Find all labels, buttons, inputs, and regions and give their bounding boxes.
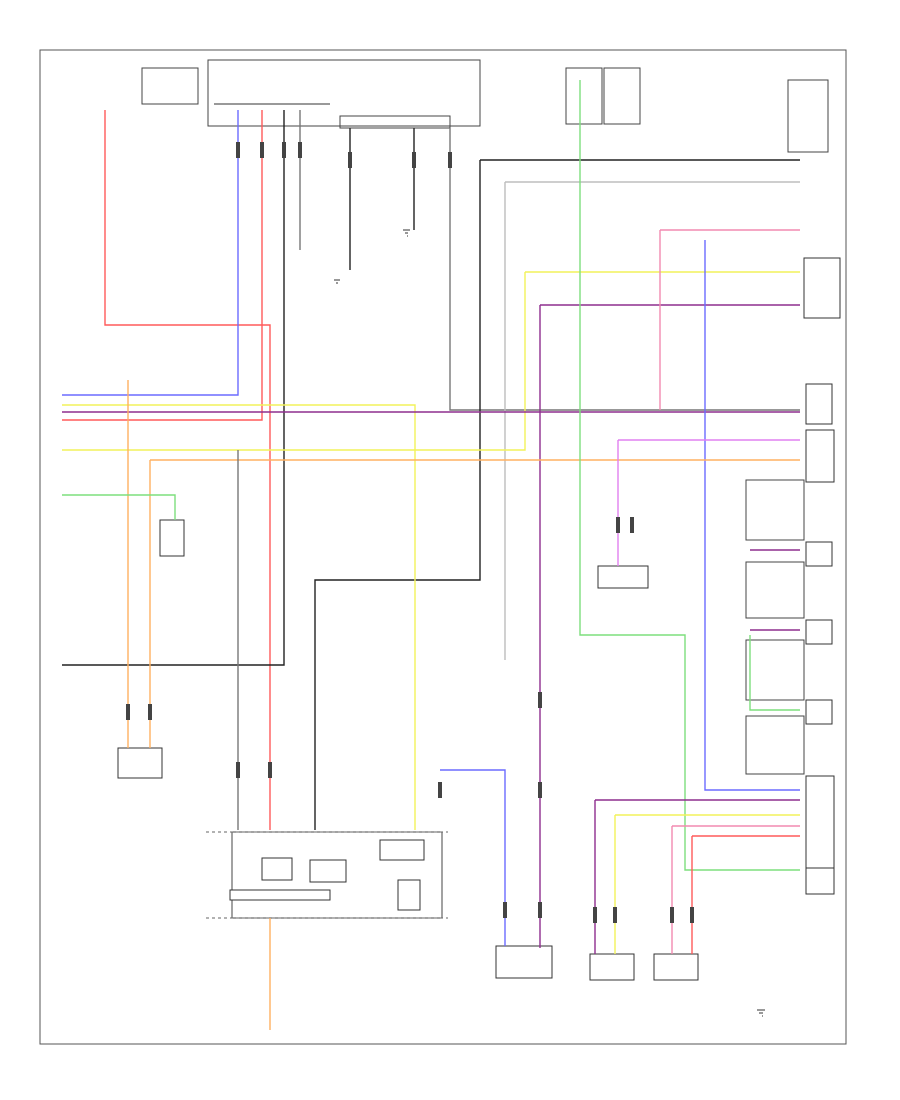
connector-icon (690, 907, 694, 923)
connector-icon (616, 517, 620, 533)
wire-red-top (62, 110, 263, 421)
wire-blue-bottom (440, 769, 506, 946)
connector-icon (260, 142, 264, 158)
connector-icon (298, 142, 302, 158)
connector-icon (148, 704, 152, 720)
connector-icon (670, 907, 674, 923)
connector-icon (412, 152, 416, 168)
top-right-relay-block (565, 67, 829, 153)
wire-green-top (579, 80, 800, 871)
connector-icon (268, 762, 272, 778)
connector-icon (448, 152, 452, 168)
connector-icon (126, 704, 130, 720)
wire-green-right (749, 635, 800, 711)
connector-icon (593, 907, 597, 923)
connector-icon (538, 692, 542, 708)
wire-blue-right (704, 240, 800, 791)
wire-blue-top (62, 110, 239, 396)
connector-icon (438, 782, 442, 798)
wire-black-top-1 (62, 110, 285, 666)
connector-icon (236, 762, 240, 778)
connector-icon (282, 142, 286, 158)
ground-icon (334, 229, 765, 1017)
wire-yellow-down (62, 272, 526, 451)
right-component-stack (745, 257, 841, 895)
wire-red-left (104, 110, 271, 830)
connector-icon (613, 907, 617, 923)
connector-icon (538, 782, 542, 798)
wire-black-vertical (314, 160, 481, 830)
diagram-frame (39, 49, 847, 1045)
seat-control-module (206, 831, 448, 919)
connector-icon (348, 152, 352, 168)
connector-icon (630, 517, 634, 533)
wires-layer (62, 80, 800, 1030)
connector-icon (503, 902, 507, 918)
top-left-label-block (141, 67, 199, 105)
connector-icon (538, 902, 542, 918)
label-marks (126, 142, 694, 923)
wire-yellow-main (62, 404, 416, 830)
wire-gray-right-top (449, 128, 800, 411)
connector-icon (236, 142, 240, 158)
wire-green-left (62, 494, 176, 520)
bottom-motors (117, 519, 699, 981)
top-fuse-block (207, 59, 481, 129)
